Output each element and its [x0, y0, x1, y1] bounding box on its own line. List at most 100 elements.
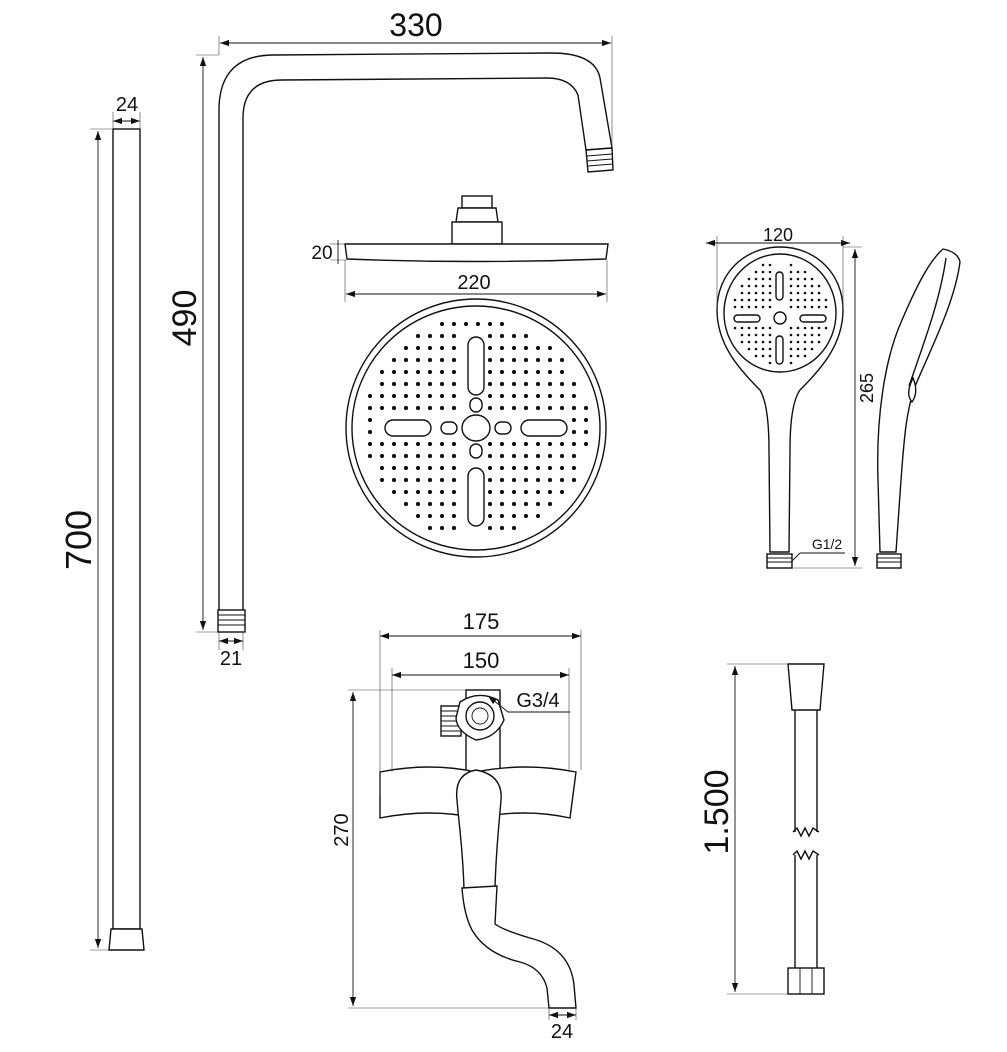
nozzle-dot	[439, 525, 445, 531]
nozzle-dot	[523, 393, 529, 399]
hand-thread-label: G1/2	[812, 536, 843, 552]
nozzle-dot	[547, 489, 553, 495]
nozzle-dot	[733, 305, 737, 309]
hand-width-label: 120	[763, 225, 793, 245]
nozzle-dot	[403, 369, 409, 375]
nozzle-dot	[789, 270, 793, 274]
nozzle-dot	[754, 298, 758, 302]
nozzle-dot	[796, 277, 800, 281]
shower-hose	[727, 663, 825, 995]
nozzle-dot	[379, 369, 385, 375]
nozzle-dot	[789, 340, 793, 344]
nozzle-dot	[789, 277, 793, 281]
arm-width-label: 330	[389, 7, 442, 43]
nozzle-dot	[535, 405, 541, 411]
spout-width-label: 24	[551, 1021, 573, 1043]
nozzle-dot	[427, 381, 433, 387]
nozzle-dot	[747, 333, 751, 337]
nozzle-dot	[803, 305, 807, 309]
nozzle-dot	[571, 393, 577, 399]
nozzle-dot	[789, 347, 793, 351]
nozzle-dot	[559, 477, 565, 483]
nozzle-dot	[379, 465, 385, 471]
shower-arm	[196, 36, 614, 650]
nozzle-dot	[559, 393, 565, 399]
nozzle-dot	[391, 441, 397, 447]
nozzle-dot	[415, 393, 421, 399]
nozzle-dot	[499, 321, 505, 327]
nozzle-dot	[415, 501, 421, 507]
nozzle-dot	[768, 305, 772, 309]
nozzle-dot	[523, 345, 529, 351]
nozzle-dot	[511, 465, 517, 471]
nozzle-dot	[427, 477, 433, 483]
nozzle-dot	[499, 405, 505, 411]
nozzle-dot	[415, 489, 421, 495]
nozzle-dot	[487, 441, 493, 447]
nozzle-dot	[487, 453, 493, 459]
nozzle-dot	[559, 489, 565, 495]
nozzle-dot	[583, 429, 589, 435]
nozzle-dot	[817, 340, 821, 344]
nozzle-dot	[803, 333, 807, 337]
nozzle-dot	[487, 525, 493, 531]
nozzle-dot	[559, 441, 565, 447]
nozzle-dot	[761, 291, 765, 295]
nozzle-dot	[754, 277, 758, 281]
nozzle-dot	[803, 284, 807, 288]
nozzle-dot	[403, 477, 409, 483]
nozzle-dot	[499, 441, 505, 447]
nozzle-dot	[427, 405, 433, 411]
nozzle-dot	[768, 333, 772, 337]
nozzle-dot	[789, 263, 793, 267]
nozzle-dot	[463, 321, 469, 327]
nozzle-dot	[499, 357, 505, 363]
nozzle-dot	[511, 333, 517, 339]
nozzle-dot	[571, 441, 577, 447]
nozzle-dot	[403, 381, 409, 387]
nozzle-dot	[451, 489, 457, 495]
nozzle-dot	[789, 291, 793, 295]
nozzle-dot	[754, 340, 758, 344]
nozzle-dot	[451, 465, 457, 471]
nozzle-dot	[754, 291, 758, 295]
arm-height-label: 490	[166, 290, 204, 347]
nozzle-dot	[451, 525, 457, 531]
nozzle-dot	[439, 345, 445, 351]
nozzle-dot	[810, 347, 814, 351]
nozzle-dot	[535, 513, 541, 519]
nozzle-dot	[403, 489, 409, 495]
nozzle-dot	[817, 284, 821, 288]
nozzle-dot	[583, 441, 589, 447]
nozzle-dot	[754, 347, 758, 351]
nozzle-dot	[547, 381, 553, 387]
nozzle-dot	[427, 441, 433, 447]
nozzle-dot	[427, 453, 433, 459]
nozzle-dot	[559, 357, 565, 363]
nozzle-dot	[747, 298, 751, 302]
nozzle-dot	[415, 453, 421, 459]
nozzle-dot	[535, 501, 541, 507]
nozzle-dot	[499, 513, 505, 519]
nozzle-dot	[733, 298, 737, 302]
nozzle-dot	[415, 357, 421, 363]
nozzle-dot	[487, 345, 493, 351]
nozzle-dot	[403, 501, 409, 507]
nozzle-dot	[499, 393, 505, 399]
rain-head-side-view	[330, 195, 609, 302]
nozzle-dot	[559, 465, 565, 471]
nozzle-dot	[487, 357, 493, 363]
nozzle-dot	[523, 369, 529, 375]
nozzle-dot	[740, 298, 744, 302]
nozzle-dot	[740, 305, 744, 309]
nozzle-dot	[379, 477, 385, 483]
nozzle-dot	[768, 354, 772, 358]
nozzle-dot	[511, 441, 517, 447]
nozzle-dot	[499, 501, 505, 507]
nozzle-dot	[747, 305, 751, 309]
arm-pipe-label: 21	[220, 648, 242, 670]
nozzle-dot	[796, 354, 800, 358]
mixer-height-label: 270	[331, 813, 353, 846]
nozzle-dot	[511, 489, 517, 495]
nozzle-dot	[391, 453, 397, 459]
